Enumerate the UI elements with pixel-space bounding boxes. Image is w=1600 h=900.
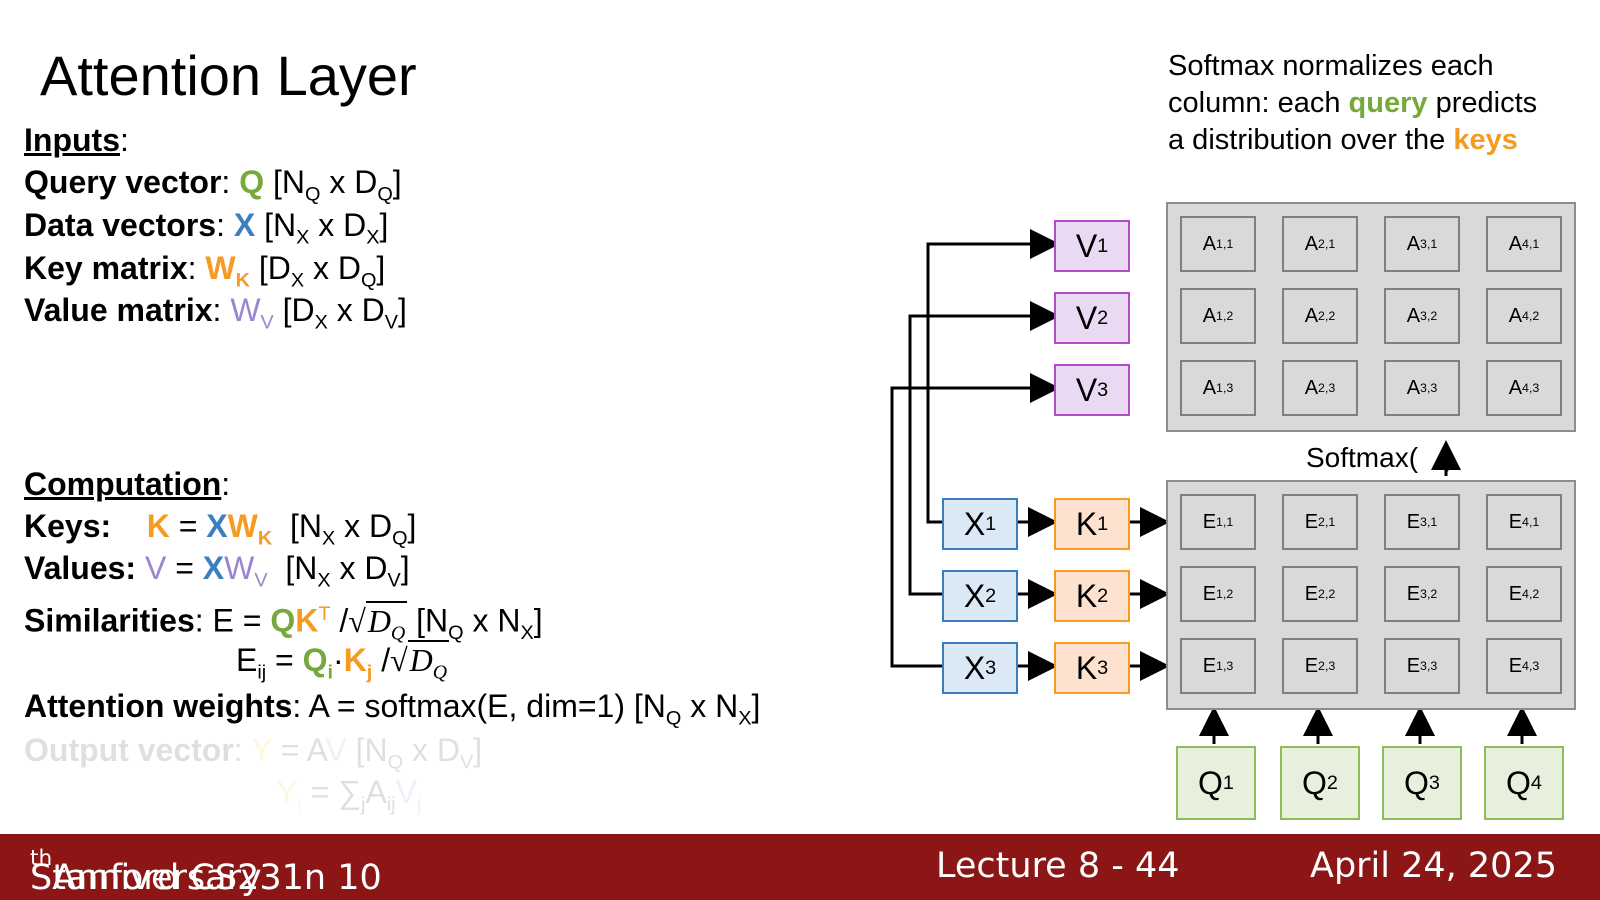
output-vector-line: Output vector: Y = AV [NQ x DV] bbox=[24, 732, 483, 774]
computation-header: Computation: bbox=[24, 466, 231, 502]
sqrt-dq: √DQ bbox=[348, 600, 408, 645]
elementwise-similarity-line: Eij = Qi·Kj /√DQ bbox=[236, 640, 450, 684]
x1-to-v1-arrow bbox=[926, 229, 1060, 524]
softmax-label: Softmax() bbox=[1306, 442, 1454, 473]
x3-to-v3-arrow bbox=[890, 373, 1060, 668]
footer-date: April 24, 2025 bbox=[1310, 846, 1557, 886]
x2-to-v2-arrow bbox=[908, 301, 1060, 596]
key-matrix-line: Key matrix: WK [DX x DQ] bbox=[24, 250, 386, 292]
query-vector-line: Query vector: Q [NQ x DQ] bbox=[24, 164, 402, 206]
footer-lecture: Lecture 8 - 44 bbox=[936, 846, 1180, 886]
slide-title: Attention Layer bbox=[40, 44, 417, 107]
value-matrix-line: Value matrix: WV [DX x DV] bbox=[24, 292, 407, 334]
attention-weights-line: Attention weights: A = softmax(E, dim=1)… bbox=[24, 688, 761, 730]
keys-line: Keys: K = XWK [NX x DQ] bbox=[24, 508, 417, 550]
values-line: Values: V = XWV [NX x DV] bbox=[24, 550, 410, 592]
similarities-line: Similarities: E = QKT /√DQ [NQ x NX] bbox=[24, 594, 543, 653]
output-elementwise-line: Yi = ∑jAijVj bbox=[276, 774, 422, 816]
data-vectors-line: Data vectors: X [NX x DX] bbox=[24, 207, 389, 249]
softmax-note: Softmax normalizes each column: each que… bbox=[1168, 50, 1538, 156]
inputs-header: Inputs: bbox=[24, 122, 129, 158]
